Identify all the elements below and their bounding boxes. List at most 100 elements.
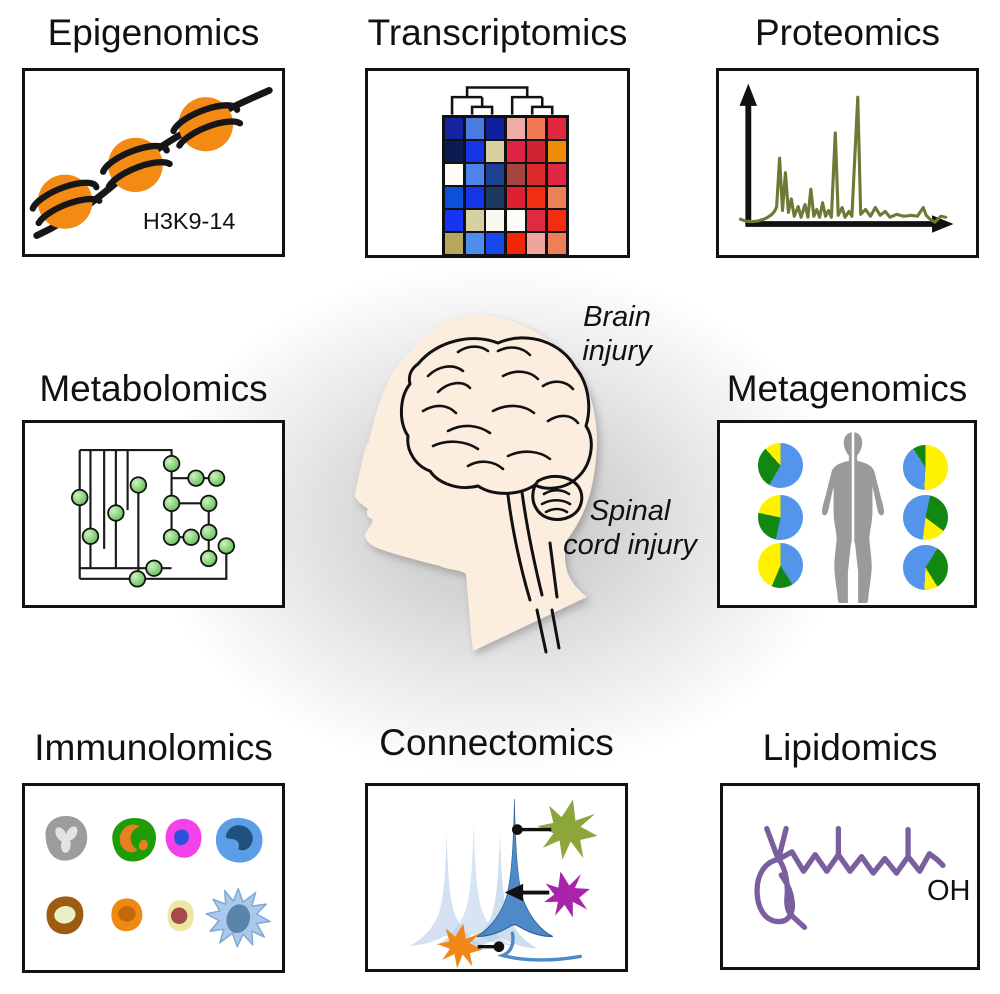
metabolite-node xyxy=(81,527,100,545)
metabolite-node xyxy=(129,476,148,494)
pathway-icon xyxy=(71,449,235,588)
heatmap-cell xyxy=(465,210,484,231)
microbiome-pie-chart xyxy=(758,543,803,588)
heatmap-cell xyxy=(547,187,566,208)
immunolomics-panel xyxy=(22,783,285,973)
heatmap-cell xyxy=(506,164,525,185)
heatmap-cell xyxy=(527,141,546,162)
metabolite-node xyxy=(182,528,200,546)
lipid-icon: OH xyxy=(754,825,971,930)
metabolite-node xyxy=(187,469,205,487)
heatmap-grid xyxy=(442,115,569,257)
nucleosome-icon: H3K9-14 xyxy=(29,86,273,239)
hydroxyl-label: OH xyxy=(927,875,971,907)
immune-cell-dendritic xyxy=(205,887,271,948)
brain-outline xyxy=(400,336,593,521)
immune-cells-icon xyxy=(45,815,271,948)
metabolomics-panel xyxy=(22,420,285,608)
heatmap-cell xyxy=(465,233,484,254)
panel-title-metagenomics: Metagenomics xyxy=(726,368,968,409)
heatmap-cell xyxy=(527,118,546,139)
immune-cell-green xyxy=(112,817,156,862)
heatmap-cell xyxy=(445,164,464,185)
epigenomics-panel: H3K9-14 xyxy=(22,68,285,257)
heatmap-cell xyxy=(465,118,484,139)
spinal-injury-line2: cord injury xyxy=(563,529,697,561)
heatmap-cell xyxy=(506,210,525,231)
panel-title-epigenomics: Epigenomics xyxy=(47,12,260,53)
head-illustration xyxy=(355,314,597,654)
connectomics-panel xyxy=(365,783,628,972)
left-arrow-icon xyxy=(504,883,524,902)
heatmap-cell xyxy=(465,164,484,185)
heatmap-cell xyxy=(486,164,505,185)
heatmap-cell xyxy=(527,164,546,185)
brain-injury-line1: Brain xyxy=(583,301,651,333)
spectrum-icon xyxy=(738,83,954,233)
connector-callouts xyxy=(477,824,552,953)
heatmap-cell xyxy=(486,118,505,139)
heatmap-cell xyxy=(445,233,464,254)
heatmap-cell xyxy=(445,141,464,162)
panel-title-connectomics: Connectomics xyxy=(379,722,614,763)
fatty-acid-chain xyxy=(754,825,946,930)
brain-injury-line2: injury xyxy=(582,335,652,367)
microbiome-pie-chart xyxy=(903,445,948,490)
metabolite-node xyxy=(128,570,147,588)
heatmap-cell xyxy=(527,210,546,231)
dendrogram-lines xyxy=(450,86,554,115)
metabolite-node xyxy=(145,559,163,577)
immune-cell-monocyte xyxy=(215,817,263,863)
metagenomics-panel xyxy=(717,420,977,608)
panel-title-transcriptomics: Transcriptomics xyxy=(367,12,628,53)
heatmap-cell xyxy=(547,233,566,254)
panel-title-immunolomics: Immunolomics xyxy=(34,727,273,768)
metabolite-node xyxy=(207,469,226,487)
immune-cell-brown xyxy=(46,896,84,935)
panel-title-proteomics: Proteomics xyxy=(754,12,941,53)
heatmap-cell xyxy=(486,141,505,162)
connector-dot xyxy=(511,824,523,835)
heatmap-cell xyxy=(445,210,464,231)
chromatogram-trace xyxy=(738,95,948,224)
pyramidal-neuron xyxy=(475,798,554,938)
heatmap-cell xyxy=(547,164,566,185)
human-body-icon xyxy=(822,431,884,603)
dna-coils xyxy=(29,102,244,227)
brain-gyri xyxy=(421,345,580,514)
connector-dot xyxy=(493,941,505,953)
heatmap-cell xyxy=(465,187,484,208)
metabolite-node xyxy=(200,523,218,542)
proteomics-panel xyxy=(716,68,979,258)
metabolite-node xyxy=(107,504,125,522)
lipidomics-panel: OH xyxy=(720,783,980,970)
heatmap-cell xyxy=(547,210,566,231)
metabolite-node xyxy=(200,549,218,568)
heatmap-cell xyxy=(506,187,525,208)
metabolite-node xyxy=(200,494,218,512)
metabolite-node xyxy=(71,488,89,507)
y-axis-arrow-icon xyxy=(739,83,758,106)
transcriptomics-panel xyxy=(365,68,630,258)
axes xyxy=(739,83,954,233)
immune-cell-magenta xyxy=(165,818,202,858)
spinal-injury-line1: Spinal xyxy=(589,495,671,527)
metabolite-node xyxy=(162,528,181,546)
heatmap-cell xyxy=(486,233,505,254)
immune-cell-orange xyxy=(111,898,143,932)
microbiome-pie-chart xyxy=(903,495,948,540)
microbiome-pie-chart xyxy=(758,495,803,540)
heatmap-cell xyxy=(486,187,505,208)
panel-title-metabolomics: Metabolomics xyxy=(39,368,268,409)
heatmap-cell xyxy=(506,141,525,162)
heatmap-cell xyxy=(506,118,525,139)
dendrogram xyxy=(450,86,554,115)
metabolite-node xyxy=(217,537,235,555)
heatmap-cell xyxy=(527,233,546,254)
neurons-icon xyxy=(409,794,603,969)
microbiome-pie-chart xyxy=(903,545,948,590)
heatmap-cell xyxy=(547,141,566,162)
axon xyxy=(497,931,582,962)
metabolite-nodes xyxy=(71,455,235,588)
spinal-cord-injury-label: Spinal cord injury xyxy=(525,494,735,562)
